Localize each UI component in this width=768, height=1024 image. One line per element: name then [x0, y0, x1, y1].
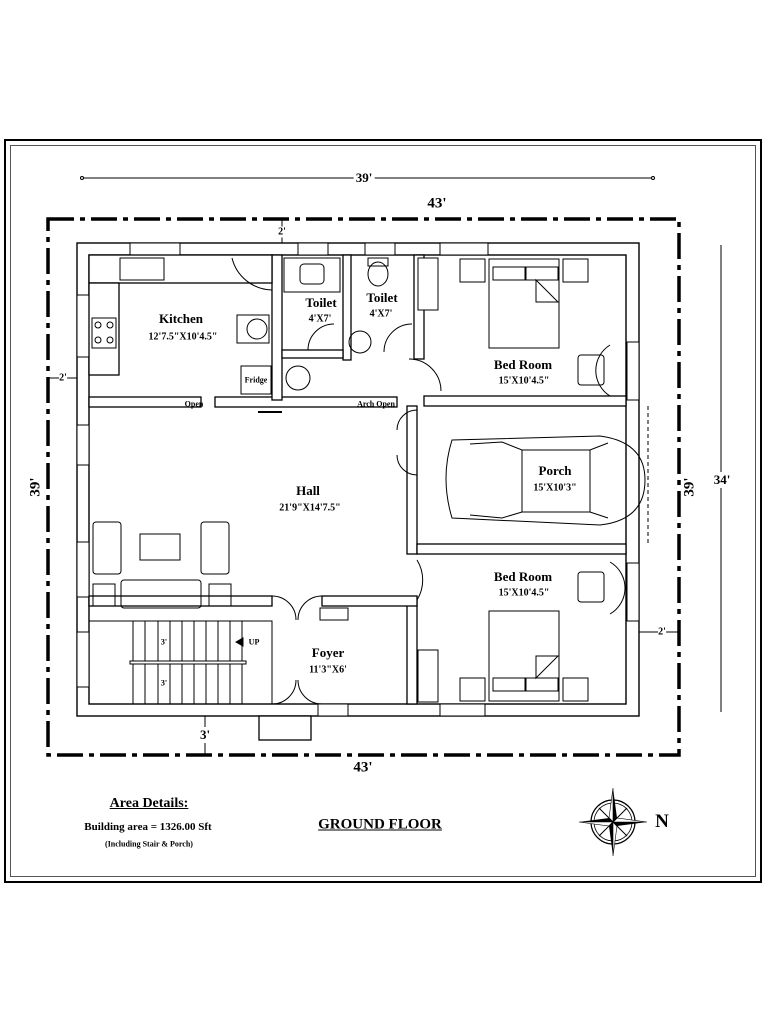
plot-boundary	[46, 217, 681, 757]
dimension-right-inner: 34'	[713, 472, 731, 488]
building-walls	[76, 242, 640, 717]
compass-rose-icon	[578, 787, 648, 857]
room-hall-name: Hall	[296, 483, 320, 498]
room-porch-name: Porch	[538, 463, 572, 478]
bedroom1-furniture	[459, 258, 611, 397]
room-bedroom2-size: 15'X10'4.5"	[498, 587, 550, 599]
area-details-title: Area Details:	[109, 796, 189, 811]
stair-riser-label-1: 3'	[160, 637, 168, 647]
room-toilet2-name: Toilet	[366, 290, 398, 305]
stair-riser-label-2: 3'	[160, 678, 168, 688]
windows	[76, 242, 640, 717]
building-area-value: Building area = 1326.00 Sft	[84, 821, 212, 833]
wardrobes	[417, 257, 439, 703]
hall-furniture	[92, 409, 418, 621]
stair-up-label: UP	[248, 637, 260, 647]
room-kitchen-size: 12'7.5"X10'4.5"	[148, 331, 218, 343]
room-foyer-name: Foyer	[311, 645, 345, 660]
setback-top: 2'	[278, 226, 286, 238]
fridge-label: Fridge	[244, 375, 268, 385]
room-bedroom1-size: 15'X10'4.5"	[498, 375, 550, 387]
drawing-frame-inner	[10, 145, 756, 877]
dimension-right-outer: 39'	[681, 477, 698, 497]
staircase	[88, 620, 323, 705]
room-porch-size: 15'X10'3"	[533, 482, 577, 494]
setback-bottom: 3'	[199, 727, 211, 743]
dimension-left-outer: 39'	[27, 477, 44, 497]
car-outline	[445, 435, 646, 526]
setback-left: 2'	[59, 372, 67, 384]
room-bedroom1-name: Bed Room	[493, 357, 553, 372]
dimension-top-inner: 39'	[353, 170, 375, 186]
opening-label-kitchen: Open	[184, 399, 204, 409]
room-bedroom2-name: Bed Room	[493, 569, 553, 584]
opening-label-arch: Arch Open	[357, 399, 395, 409]
dimension-bottom-outer: 43'	[353, 759, 373, 776]
drawing-frame-outer	[4, 139, 762, 883]
setback-right: 2'	[658, 626, 666, 638]
room-kitchen-name: Kitchen	[158, 311, 204, 326]
north-label: N	[655, 811, 669, 832]
room-toilet2-size: 4'X7'	[369, 308, 393, 320]
toilet-fixtures	[283, 257, 442, 392]
room-foyer-size: 11'3"X6'	[309, 664, 347, 676]
drawing-title: GROUND FLOOR	[318, 816, 442, 833]
bedroom2-furniture	[416, 559, 626, 702]
dimension-top-outer: 43'	[427, 195, 447, 212]
building-area-note: (Including Stair & Porch)	[105, 839, 193, 849]
setback-markers	[48, 219, 679, 755]
room-toilet1-name: Toilet	[305, 295, 337, 310]
room-toilet1-size: 4'X7'	[308, 313, 332, 325]
room-hall-size: 21'9"X14'7.5"	[279, 502, 341, 514]
kitchen-fixtures	[91, 257, 273, 395]
